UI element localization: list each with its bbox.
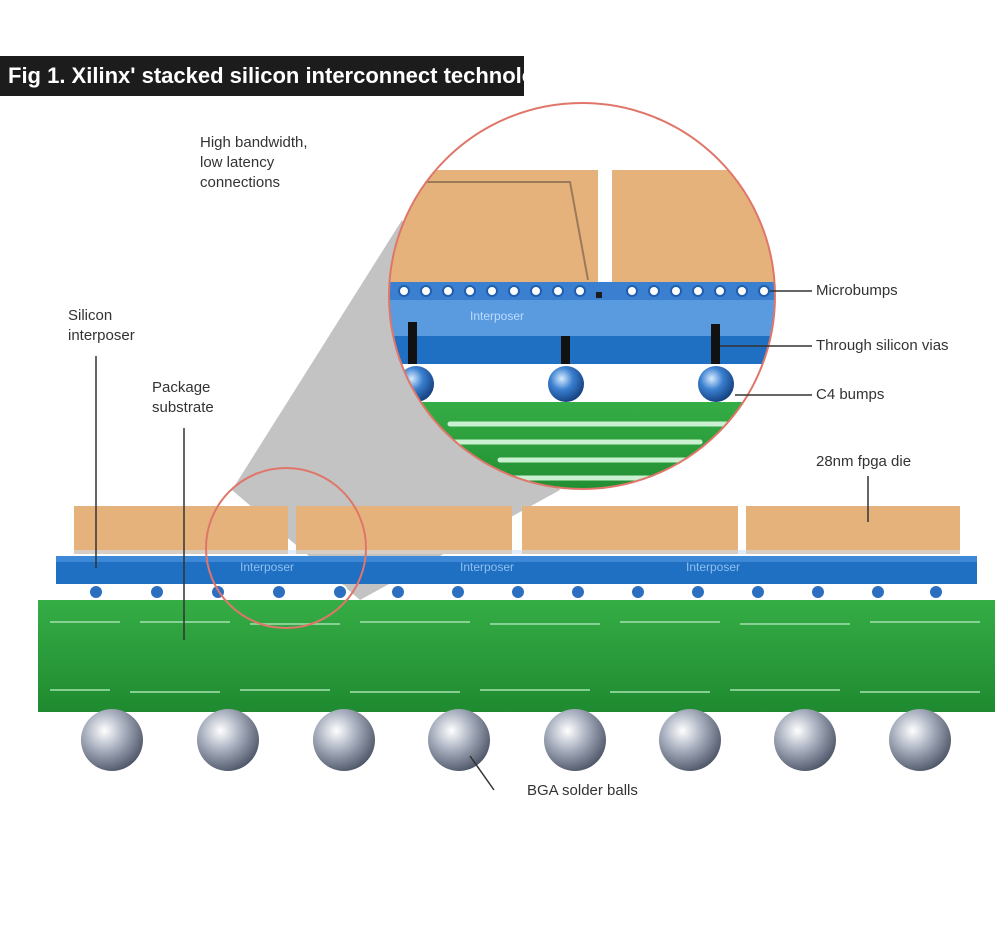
zoom-cone xyxy=(232,220,560,600)
c4-bumps-row xyxy=(88,584,944,600)
label-fpga-slice: 28nm fpga die xyxy=(816,453,912,470)
label-through-silicon-vias: Through silicon vias xyxy=(816,337,949,354)
fpga-die-3 xyxy=(522,506,738,554)
label-high-bandwidth: High bandwidth, low latency connections xyxy=(200,134,308,191)
zoom-interposer-body xyxy=(389,336,775,364)
interposer-text-2: Interposer xyxy=(460,560,514,574)
fpga-dies xyxy=(74,506,960,554)
zoom-detail: Interposer xyxy=(389,103,775,489)
zoom-interposer-text: Interposer xyxy=(470,309,524,323)
bga-solder-balls xyxy=(81,709,951,771)
label-microbumps: Microbumps xyxy=(816,282,898,299)
package-substrate xyxy=(38,600,995,712)
leader-lines xyxy=(95,290,869,791)
zoom-source-ring xyxy=(205,467,367,629)
zoom-interposer-top xyxy=(389,300,775,336)
label-silicon-interposer: Silicon interposer xyxy=(68,307,135,344)
fpga-die-4 xyxy=(746,506,960,554)
through-silicon-vias xyxy=(408,322,720,364)
interposer-text-3: Interposer xyxy=(686,560,740,574)
label-solder-balls: BGA solder balls xyxy=(527,782,638,799)
label-c4-bumps: C4 bumps xyxy=(816,386,885,403)
zoom-die-left xyxy=(389,170,598,282)
zoom-ring xyxy=(388,102,776,490)
substrate-traces xyxy=(50,621,980,693)
fpga-die-2 xyxy=(296,506,512,554)
figure-title: Fig 1. Xilinx' stacked silicon interconn… xyxy=(0,56,524,96)
fpga-die-1 xyxy=(74,506,288,554)
zoom-die-right xyxy=(612,170,775,282)
interposer-text-1: Interposer xyxy=(240,560,294,574)
label-package-substrate: Package substrate xyxy=(152,379,214,416)
microbumps xyxy=(398,285,770,297)
